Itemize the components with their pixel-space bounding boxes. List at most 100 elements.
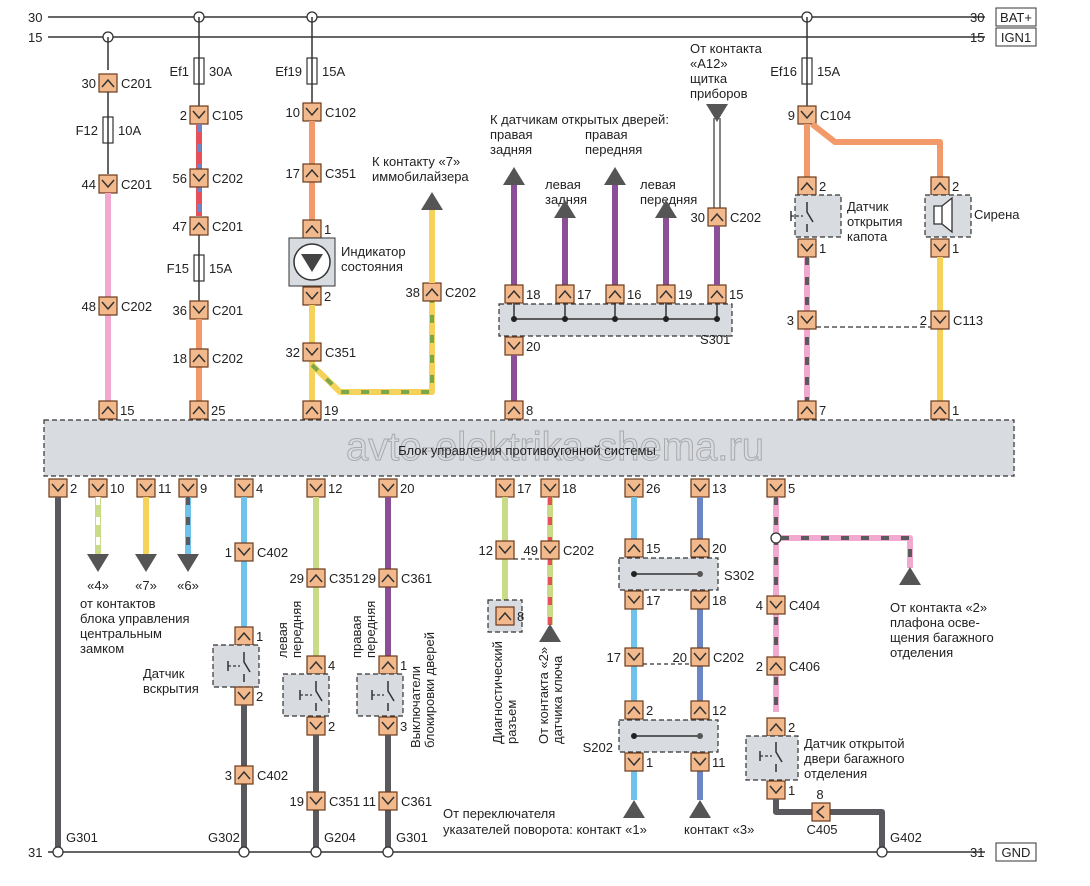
pin-number: 20 <box>400 481 414 496</box>
pin-number: 19 <box>290 794 304 809</box>
connector-up-icon <box>309 573 323 583</box>
connector <box>690 752 710 772</box>
connector-up-icon <box>305 405 319 415</box>
central-lock-arrow-icon <box>177 554 199 572</box>
connector-name: C361 <box>401 794 432 809</box>
switch-contact <box>387 681 395 702</box>
fuse-rating: 10A <box>118 123 141 138</box>
connector-up-icon <box>101 78 115 88</box>
connector <box>234 478 254 498</box>
ecu-block <box>43 419 1015 477</box>
connector <box>306 478 326 498</box>
pin-number: 30 <box>82 76 96 91</box>
pin-number: 20 <box>526 339 540 354</box>
switch-contact <box>806 202 814 223</box>
pin-number: 11 <box>712 755 726 770</box>
connector-down-icon <box>507 341 521 351</box>
key-sensor-label: От контакта «2» <box>536 647 551 744</box>
rail-tag: BAT+ <box>1000 10 1032 25</box>
connector-up-icon <box>192 405 206 415</box>
pin-number: 17 <box>577 287 591 302</box>
splice-id: S202 <box>583 740 613 755</box>
connector <box>378 568 398 588</box>
pin-number: 13 <box>712 481 726 496</box>
pin-number: 9 <box>788 108 795 123</box>
pin-number: 19 <box>678 287 692 302</box>
connector-down-icon <box>181 483 195 493</box>
connector <box>766 780 786 800</box>
connector <box>98 400 118 420</box>
connector <box>378 791 398 811</box>
connector-name: C202 <box>730 210 761 225</box>
diagnostic-label: разъем <box>504 700 519 744</box>
connector-up-icon <box>627 705 641 715</box>
connector-name: C402 <box>257 545 288 560</box>
connector <box>624 647 644 667</box>
immobilizer-annotation: иммобилайзера <box>372 169 469 184</box>
connector-up-icon <box>558 289 572 299</box>
splice-id: S302 <box>724 568 754 583</box>
turn-switch-label: указателей поворота: контакт «1» <box>443 822 647 837</box>
rail-tag: IGN1 <box>1001 30 1031 45</box>
connector <box>306 716 326 736</box>
pin-number: 17 <box>517 481 531 496</box>
pin-number: 30 <box>691 210 705 225</box>
pin-number: 2 <box>756 659 763 674</box>
connector-down-icon <box>498 545 512 555</box>
splice-dot <box>697 571 703 577</box>
pin-number: 15 <box>646 541 660 556</box>
connector-name: C202 <box>445 285 476 300</box>
connector-down-icon <box>693 652 707 662</box>
pin-number: 3 <box>400 719 407 734</box>
pin-number: 8 <box>517 609 524 624</box>
pin-number: 15 <box>120 403 134 418</box>
junction-node <box>770 532 782 544</box>
central-lock-annotation: замком <box>80 641 124 656</box>
connector <box>98 174 118 194</box>
connector-down-icon <box>800 315 814 325</box>
connector <box>189 105 209 125</box>
pin-number: 2 <box>70 481 77 496</box>
connector <box>302 163 322 183</box>
pin-number: 29 <box>362 571 376 586</box>
connector-down-icon <box>101 179 115 189</box>
central-lock-arrow-icon <box>135 554 157 572</box>
connector <box>624 478 644 498</box>
connector-name: C102 <box>325 105 356 120</box>
connector <box>422 282 442 302</box>
connector <box>306 568 326 588</box>
pin-number: 1 <box>646 755 653 770</box>
door-rr-label: задняя <box>490 142 532 157</box>
connector-down-icon <box>305 347 319 357</box>
pin-number: 1 <box>256 629 263 644</box>
tamper-sensor-box <box>212 644 260 688</box>
connector <box>540 540 560 560</box>
connector <box>48 478 68 498</box>
pin-number: 11 <box>158 481 172 496</box>
connector <box>930 400 950 420</box>
connector <box>797 310 817 330</box>
connector <box>707 207 727 227</box>
pin-number: 36 <box>173 303 187 318</box>
connector-up-icon <box>710 289 724 299</box>
trunk-light-annotation: щения багажного <box>890 630 994 645</box>
ground-node <box>876 846 888 858</box>
connector-up-icon <box>933 405 947 415</box>
rail-tag-box <box>995 27 1037 47</box>
connector-name: C113 <box>953 313 983 328</box>
a12-annotation: щитка <box>690 71 728 86</box>
central-lock-pin: «7» <box>135 578 157 593</box>
switch-contact <box>775 742 783 763</box>
tamper-sensor-label: вскрытия <box>143 681 199 696</box>
connector-name: C402 <box>257 768 288 783</box>
rail-number: 30 <box>970 10 984 25</box>
connector-name: C351 <box>325 166 356 181</box>
connector <box>189 348 209 368</box>
connector-up-icon <box>710 212 724 222</box>
pin-number: 17 <box>607 650 621 665</box>
pin-number: 15 <box>729 287 743 302</box>
connector-down-icon <box>91 483 105 493</box>
pin-number: 17 <box>286 166 300 181</box>
connector <box>302 219 322 239</box>
immobilizer-arrow-icon <box>421 192 443 210</box>
